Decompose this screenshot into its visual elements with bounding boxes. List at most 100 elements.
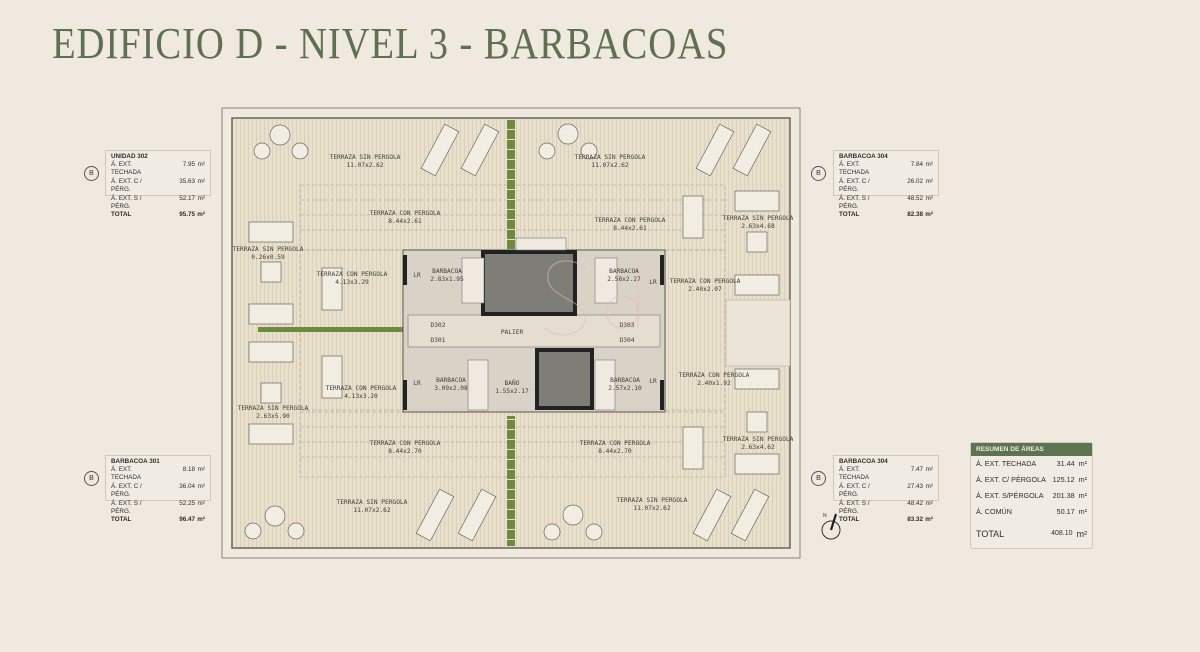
room-dimensions: 2.58x2.27 (607, 276, 641, 283)
hedge (507, 416, 515, 546)
room-dimensions: 2.40x2.07 (688, 286, 722, 293)
room-name: LR (413, 272, 421, 279)
row-value: 31.44 (1056, 459, 1075, 468)
room-dimensions: 3.09x2.08 (434, 385, 468, 392)
room-name: TERRAZA CON PERGOLA (369, 440, 441, 447)
unit: m² (925, 499, 933, 507)
room-dimensions: 2.63x4.68 (741, 223, 775, 230)
card-title: BARBACOA 304 (839, 153, 888, 160)
room-label: PALIER (501, 329, 523, 337)
total-value: 95.75 (179, 211, 195, 219)
room-dimensions: 8.44x2.61 (613, 225, 647, 232)
row-label: Á. EXT. C/ PÉRGOLA (976, 475, 1046, 484)
row-value: 7.95 (182, 161, 195, 168)
room-label: LR (413, 272, 420, 280)
row-value: 201.38 (1052, 491, 1075, 500)
section-marker-icon: B (84, 471, 99, 486)
room-name: TERRAZA CON PERGOLA (369, 210, 441, 217)
room-name: LR (649, 279, 657, 286)
row-label: Á. EXT. TECHADA (111, 161, 142, 177)
row-value: 7.47 (910, 466, 923, 473)
unit: m² (1078, 507, 1087, 516)
summary-title: RESUMEN DE ÁREAS (971, 443, 1092, 456)
card-title: BARBACOA 301 (111, 458, 160, 465)
section-marker-icon: B (811, 471, 826, 486)
row-label: Á. EXT. C / PÉRG. (839, 177, 870, 194)
row-value: 52.17 (179, 194, 195, 202)
room-name: TERRAZA SIN PERGOLA (237, 405, 309, 412)
room-name: TERRAZA SIN PERGOLA (329, 154, 401, 161)
room-name: TERRAZA CON PERGOLA (678, 372, 750, 379)
room-dimensions: 8.44x2.70 (598, 448, 632, 455)
total-label: TOTAL (111, 211, 132, 219)
room-name: TERRAZA SIN PERGOLA (722, 215, 794, 222)
unit: m² (197, 482, 205, 490)
total-label: TOTAL (111, 516, 132, 524)
room-label: LR (649, 279, 656, 287)
unit: m² (925, 482, 933, 490)
room-dimensions: 4.13x3.20 (344, 393, 378, 400)
room-name: BARBACOA (436, 377, 466, 384)
room-label: LR (649, 378, 656, 386)
section-marker-icon: B (811, 166, 826, 181)
room-name: TERRAZA SIN PERGOLA (336, 499, 408, 506)
room-label: D304 (620, 337, 635, 345)
row-value: 8.18 (182, 466, 195, 473)
room-dimensions: 4.13x3.29 (335, 279, 369, 286)
row-label: Á. EXT. S / PÉRG. (839, 194, 870, 211)
room-name: BARBACOA (432, 268, 462, 275)
room-dimensions: 2.63x4.62 (741, 444, 775, 451)
room-name: TERRAZA CON PERGOLA (316, 271, 388, 278)
total-value: 96.47 (179, 516, 195, 524)
unit: m² (197, 499, 205, 507)
room-dimensions: 11.07x2.62 (591, 162, 629, 169)
row-value: 36.04 (179, 482, 195, 490)
room-name: TERRAZA CON PERGOLA (325, 385, 397, 392)
room-label: D302 (431, 322, 446, 330)
unit: m² (197, 466, 205, 473)
room-name: TERRAZA SIN PERGOLA (722, 436, 794, 443)
section-marker-icon: B (84, 166, 99, 181)
row-label: Á. EXT. C / PÉRG. (111, 177, 142, 194)
room-name: TERRAZA SIN PERGOLA (616, 497, 688, 504)
card-title: UNIDAD 302 (111, 153, 148, 160)
room-dimensions: 8.44x2.70 (388, 448, 422, 455)
room-dimensions: 2.63x5.90 (256, 413, 290, 420)
card-title: BARBACOA 304 (839, 458, 888, 465)
room-dimensions: 11.07x2.62 (633, 505, 671, 512)
row-value: 125.12 (1052, 475, 1075, 484)
unit: m² (197, 194, 205, 202)
room-name: BARBACOA (610, 377, 640, 384)
total-value: 82.38 (907, 211, 923, 219)
room-name: LR (413, 380, 421, 387)
room-dimensions: 0.26x0.59 (251, 254, 285, 261)
room-name: TERRAZA SIN PERGOLA (232, 246, 304, 253)
room-label: D303 (620, 322, 635, 330)
core (402, 237, 666, 413)
row-label: Á. COMÚN (976, 507, 1012, 516)
row-value: 35.63 (179, 177, 195, 185)
unit: m² (197, 516, 205, 524)
unit: m² (925, 194, 933, 202)
